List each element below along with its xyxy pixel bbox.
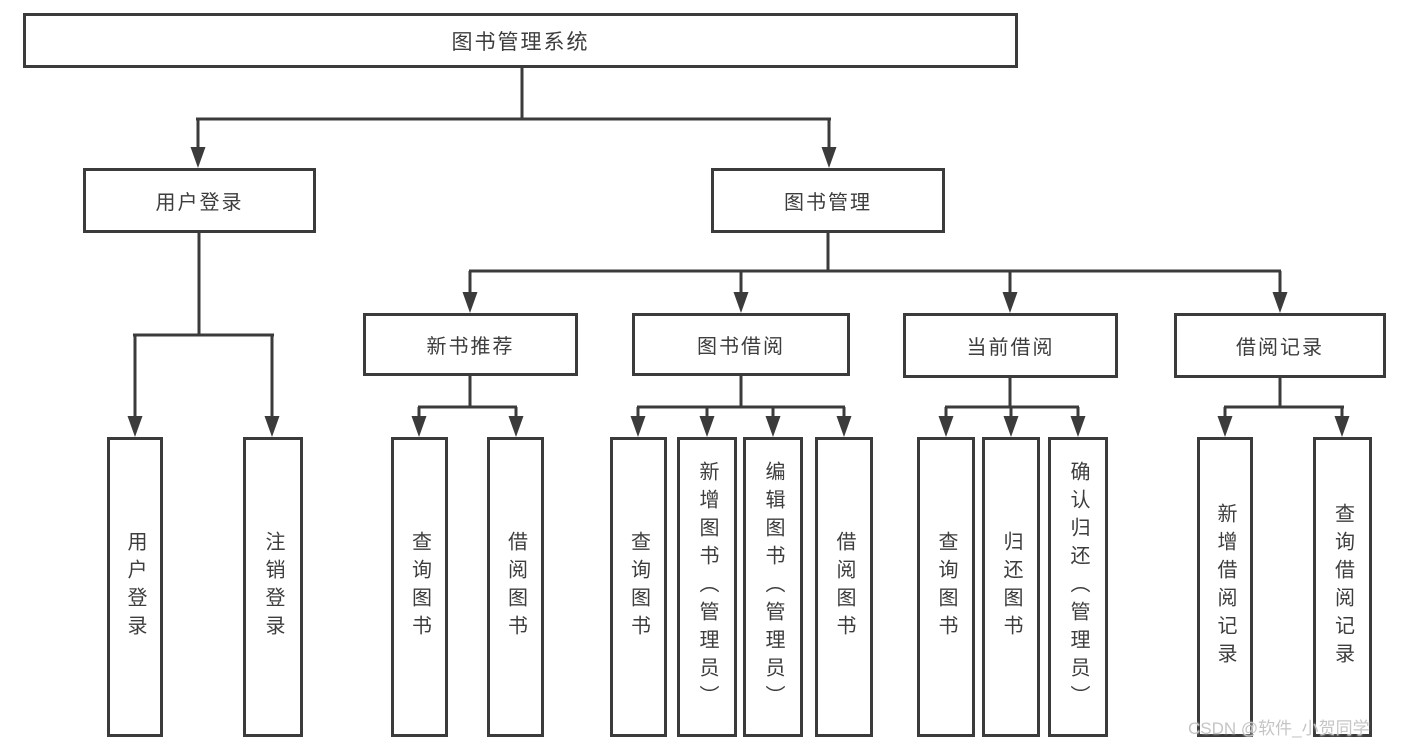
leaf-user-login-label: 用户登录 [124, 531, 146, 643]
node-borrow-record: 借阅记录 [1174, 313, 1386, 378]
leaf-cb-return-book: 归还图书 [982, 437, 1040, 737]
leaf-bb-borrow-book: 借阅图书 [815, 437, 873, 737]
leaf-bb-add-book-admin-label: 新增图书（管理员） [696, 461, 718, 713]
leaf-br-add-record-label: 新增借阅记录 [1214, 503, 1236, 671]
node-new-book-recommend: 新书推荐 [363, 313, 578, 376]
leaf-nb-query-book: 查询图书 [391, 437, 448, 737]
arrowhead [699, 416, 715, 437]
csdn-watermark: CSDN @软件_小贺同学 [1188, 719, 1370, 738]
arrowhead [1070, 416, 1086, 437]
leaf-logout: 注销登录 [243, 437, 303, 737]
leaf-cb-confirm-return-admin-label: 确认归还（管理员） [1067, 461, 1089, 713]
node-book-borrow-label: 图书借阅 [697, 336, 785, 358]
arrowhead [264, 416, 280, 437]
arrowhead [127, 416, 143, 437]
arrowhead [1334, 416, 1350, 437]
node-borrow-record-label: 借阅记录 [1236, 337, 1324, 359]
leaf-cb-query-book: 查询图书 [917, 437, 975, 737]
leaf-logout-label: 注销登录 [262, 531, 284, 643]
node-new-book-recommend-label: 新书推荐 [426, 336, 515, 358]
arrowhead [1003, 416, 1019, 437]
arrowhead [733, 292, 749, 313]
arrowhead [821, 147, 837, 168]
arrowhead [938, 416, 954, 437]
arrowhead [1002, 292, 1018, 313]
leaf-bb-edit-book-admin: 编辑图书（管理员） [743, 437, 803, 737]
arrowhead [765, 416, 781, 437]
node-current-borrow: 当前借阅 [903, 313, 1118, 378]
leaf-cb-query-book-label: 查询图书 [935, 531, 957, 643]
node-user-login-label: 用户登录 [155, 192, 244, 214]
leaf-bb-edit-book-admin-label: 编辑图书（管理员） [762, 461, 784, 713]
leaf-bb-query-book-label: 查询图书 [627, 531, 650, 643]
arrowhead [508, 416, 524, 437]
node-book-management: 图书管理 [711, 168, 945, 233]
leaf-nb-query-book-label: 查询图书 [408, 531, 431, 643]
leaf-user-login: 用户登录 [107, 437, 163, 737]
node-root-label: 图书管理系统 [451, 30, 590, 54]
leaf-cb-return-book-label: 归还图书 [1000, 531, 1022, 643]
arrowhead [1217, 416, 1233, 437]
leaf-br-add-record: 新增借阅记录 [1197, 437, 1253, 737]
arrowhead [630, 416, 646, 437]
leaf-bb-add-book-admin: 新增图书（管理员） [677, 437, 737, 737]
arrowhead [411, 416, 427, 437]
leaf-nb-borrow-book: 借阅图书 [487, 437, 544, 737]
arrowhead [462, 292, 478, 313]
node-current-borrow-label: 当前借阅 [966, 337, 1055, 359]
leaf-cb-confirm-return-admin: 确认归还（管理员） [1048, 437, 1108, 737]
node-book-borrow: 图书借阅 [632, 313, 850, 376]
arrowhead [836, 416, 852, 437]
leaf-nb-borrow-book-label: 借阅图书 [504, 531, 527, 643]
node-root: 图书管理系统 [23, 13, 1018, 68]
node-user-login: 用户登录 [83, 168, 316, 233]
leaf-bb-borrow-book-label: 借阅图书 [833, 531, 855, 643]
arrowhead [190, 147, 206, 168]
leaf-bb-query-book: 查询图书 [610, 437, 667, 737]
leaf-br-query-record: 查询借阅记录 [1313, 437, 1372, 737]
node-book-management-label: 图书管理 [784, 192, 872, 214]
arrowhead [1272, 292, 1288, 313]
leaf-br-query-record-label: 查询借阅记录 [1331, 503, 1354, 671]
